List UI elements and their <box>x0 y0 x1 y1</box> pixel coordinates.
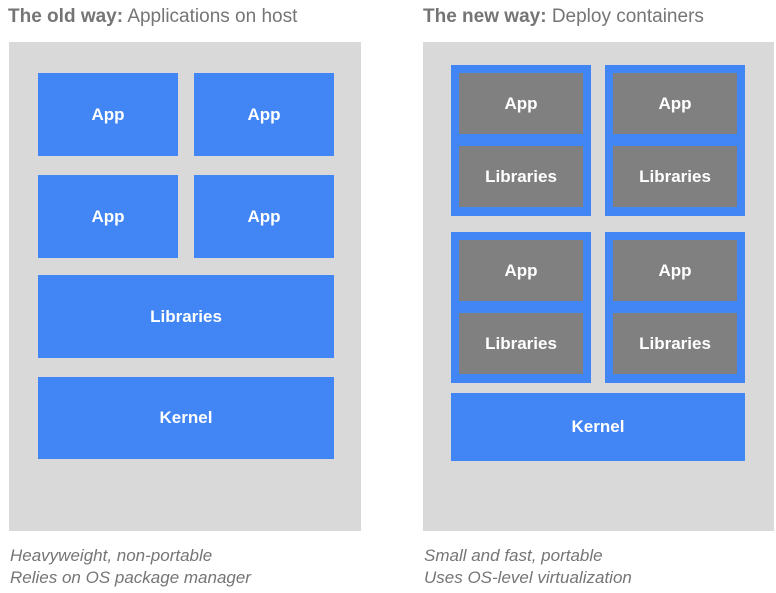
container-box: App Libraries <box>451 65 591 216</box>
container-libraries-box: Libraries <box>613 146 737 207</box>
new-way-title: The new way: Deploy containers <box>423 4 704 30</box>
old-way-caption: Heavyweight, non-portable Relies on OS p… <box>10 545 251 589</box>
old-way-title-bold: The old way: <box>8 6 124 27</box>
container-app-box: App <box>459 240 583 301</box>
new-way-title-bold: The new way: <box>423 6 547 27</box>
host-app-row-2: App App <box>38 175 334 258</box>
container-libraries-box: Libraries <box>459 146 583 207</box>
container-box: App Libraries <box>605 65 745 216</box>
old-way-caption-line1: Heavyweight, non-portable <box>10 546 213 565</box>
app-box: App <box>38 73 178 156</box>
new-way-title-rest: Deploy containers <box>551 6 704 27</box>
container-app-box: App <box>613 240 737 301</box>
container-libraries-box: Libraries <box>613 313 737 374</box>
old-way-title-rest: Applications on host <box>127 6 298 27</box>
libraries-box: Libraries <box>38 275 334 358</box>
old-way-caption-line2: Relies on OS package manager <box>10 568 251 587</box>
app-box: App <box>194 175 334 258</box>
old-way-title: The old way: Applications on host <box>8 4 297 30</box>
new-way-caption: Small and fast, portable Uses OS-level v… <box>424 545 632 589</box>
new-way-caption-line2: Uses OS-level virtualization <box>424 568 632 587</box>
container-app-box: App <box>613 73 737 134</box>
container-libraries-box: Libraries <box>459 313 583 374</box>
containers-grid: App Libraries App Libraries App Librarie… <box>451 65 745 383</box>
app-box: App <box>194 73 334 156</box>
kernel-box: Kernel <box>451 393 745 461</box>
container-box: App Libraries <box>451 232 591 383</box>
container-app-box: App <box>459 73 583 134</box>
new-way-caption-line1: Small and fast, portable <box>424 546 603 565</box>
kernel-box: Kernel <box>38 377 334 459</box>
container-box: App Libraries <box>605 232 745 383</box>
app-box: App <box>38 175 178 258</box>
containers-panel: App Libraries App Libraries App Librarie… <box>423 42 774 531</box>
host-panel: App App App App Libraries Kernel <box>9 42 361 531</box>
host-app-row-1: App App <box>38 73 334 156</box>
